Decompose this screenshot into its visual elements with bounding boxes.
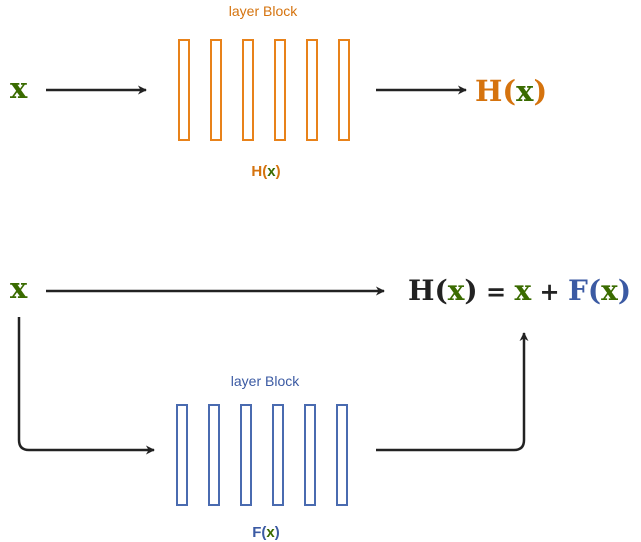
residual-equation: H(x) = x + F(x) bbox=[408, 274, 631, 307]
bottom-layer-bar bbox=[240, 404, 252, 506]
branch-down-arrow bbox=[17, 317, 155, 455]
eq-lhs-open: ( bbox=[434, 274, 447, 307]
top-block-label: H(x) bbox=[251, 163, 280, 180]
top-output-open: ( bbox=[502, 74, 516, 108]
eq-lhs-close: ) bbox=[464, 274, 477, 307]
top-layer-bar bbox=[178, 39, 190, 141]
top-block-label-close: ) bbox=[276, 163, 281, 180]
bottom-block-label-fn: F bbox=[252, 524, 261, 541]
top-block-label-arg: x bbox=[267, 163, 276, 180]
bottom-layer-bar bbox=[272, 404, 284, 506]
bottom-block-label-close: ) bbox=[275, 524, 280, 541]
eq-equals: = bbox=[478, 277, 515, 306]
eq-rhs-close: ) bbox=[618, 274, 631, 307]
top-layer-bar bbox=[210, 39, 222, 141]
top-block-title: layer Block bbox=[229, 3, 298, 19]
top-layer-bar bbox=[274, 39, 286, 141]
eq-rhs-open: ( bbox=[588, 274, 601, 307]
eq-rhs-arg: x bbox=[601, 274, 618, 307]
eq-plus: + bbox=[531, 277, 568, 306]
bottom-block-label-arg: x bbox=[266, 524, 275, 541]
top-output-fn: H bbox=[475, 74, 502, 108]
eq-lhs-arg: x bbox=[448, 274, 465, 307]
top-layer-bar bbox=[242, 39, 254, 141]
bottom-block-label: F(x) bbox=[252, 524, 280, 541]
eq-x: x bbox=[515, 274, 532, 307]
bottom-layer-bar bbox=[304, 404, 316, 506]
bottom-block-title: layer Block bbox=[231, 373, 300, 389]
top-layer-block bbox=[178, 39, 350, 141]
bottom-layer-bar bbox=[208, 404, 220, 506]
top-block-label-fn: H bbox=[251, 163, 262, 180]
top-layer-bar bbox=[338, 39, 350, 141]
top-output-hx: H(x) bbox=[475, 74, 547, 108]
eq-lhs-fn: H bbox=[408, 274, 434, 307]
bottom-block-label-open: ( bbox=[261, 524, 266, 541]
eq-rhs-fn: F bbox=[568, 274, 588, 307]
top-input-x: x bbox=[10, 71, 28, 105]
bottom-layer-bar bbox=[336, 404, 348, 506]
top-block-label-open: ( bbox=[262, 163, 267, 180]
bottom-layer-block bbox=[176, 404, 348, 506]
branch-up-arrow bbox=[376, 332, 529, 452]
bottom-layer-bar bbox=[176, 404, 188, 506]
top-output-close: ) bbox=[533, 74, 547, 108]
top-layer-bar bbox=[306, 39, 318, 141]
bottom-input-x: x bbox=[10, 271, 28, 305]
top-output-arg: x bbox=[516, 74, 534, 108]
